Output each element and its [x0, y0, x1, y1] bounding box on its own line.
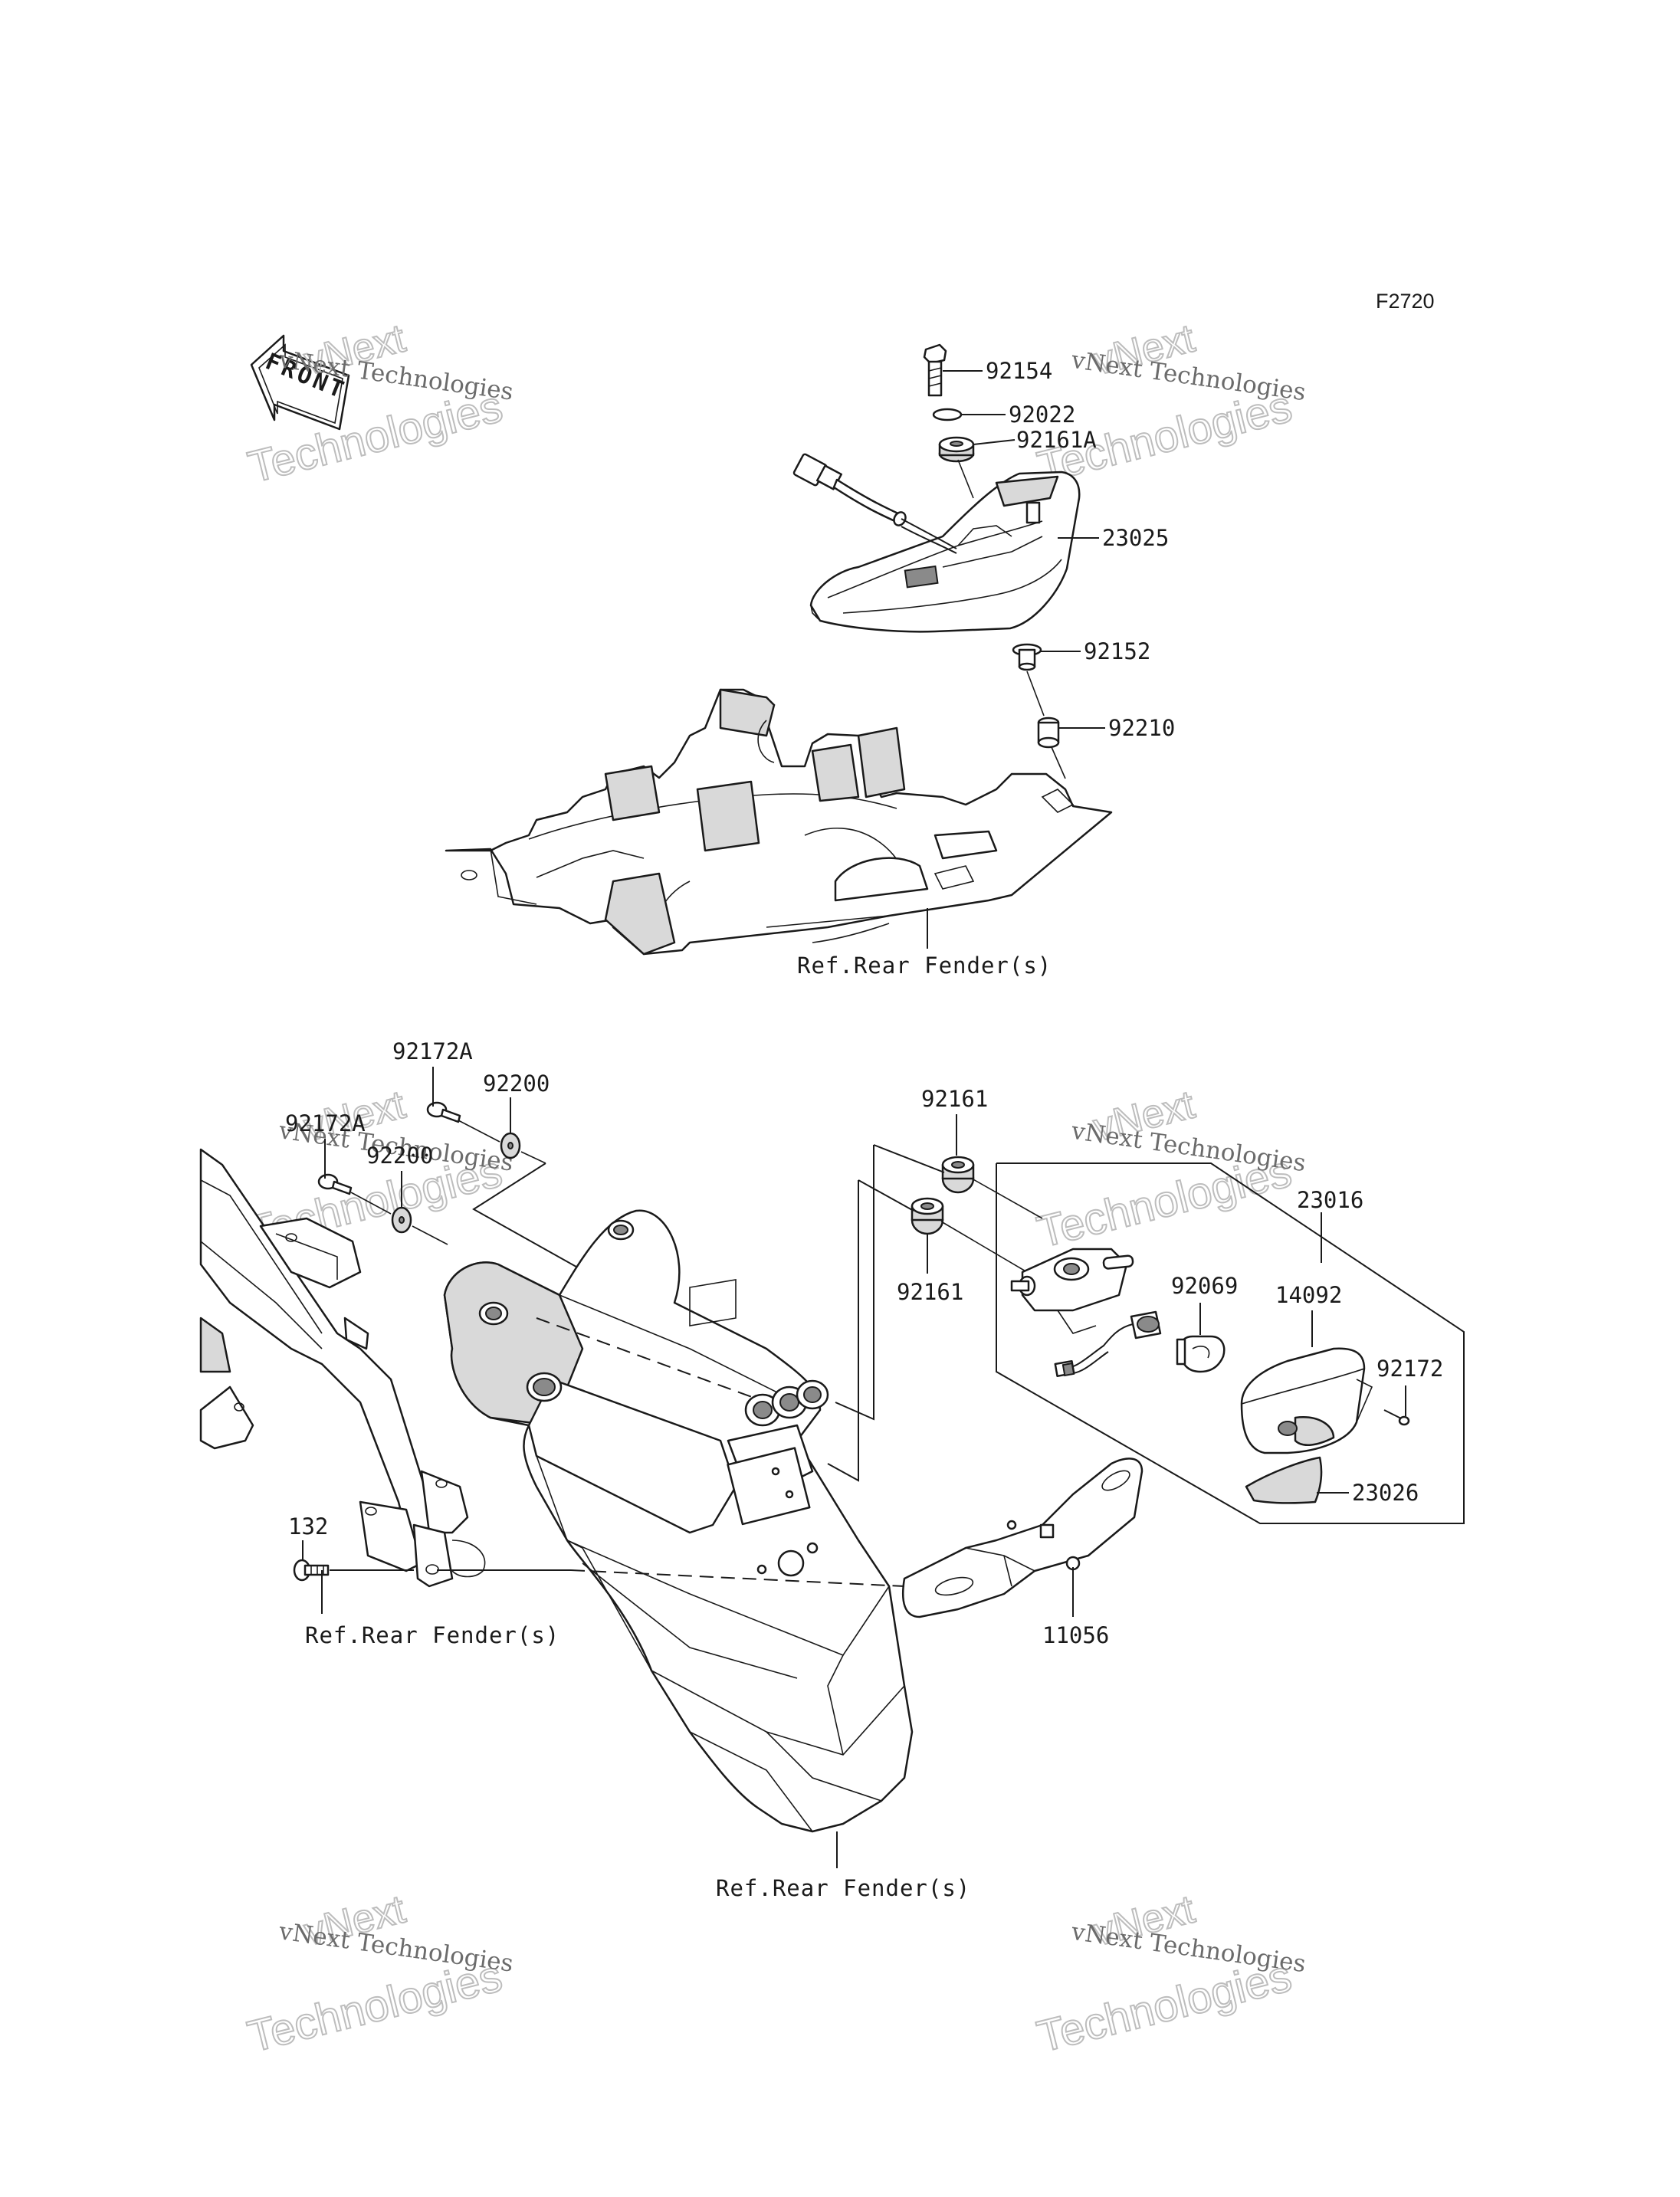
bolt-132 [293, 1559, 330, 1582]
grommet-92161A [938, 436, 975, 463]
label-92154: 92154 [986, 358, 1052, 384]
label-92152: 92152 [1084, 638, 1150, 664]
bulb-92069 [1176, 1335, 1226, 1373]
label-92161-upper: 92161 [921, 1086, 988, 1112]
label-11056: 11056 [1042, 1622, 1109, 1648]
watermark-bottom-left: Technologies vNext vNext Technologies [242, 1886, 515, 2062]
screw-92172A-lower [317, 1173, 353, 1195]
label-23025: 23025 [1102, 525, 1169, 551]
figure-code: F2720 [1376, 290, 1435, 313]
label-92210: 92210 [1108, 715, 1175, 741]
watermark-mid-right: Technologies vNext vNext Technologies [1032, 1081, 1308, 1258]
rear-fender-lower [443, 1209, 914, 1833]
tail-light-23025 [809, 471, 1081, 633]
washer-92022 [932, 408, 963, 421]
label-92161-lower: 92161 [897, 1279, 963, 1305]
assembly-box-23016 [996, 1162, 1465, 1524]
label-92200-lower: 92200 [366, 1143, 433, 1169]
frame-rail [199, 1148, 486, 1588]
bulb-socket [1054, 1310, 1162, 1378]
screw-92172 [1383, 1409, 1410, 1426]
watermark-bottom-right: Technologies vNext vNext Technologies [1032, 1886, 1308, 2062]
rear-fender-top [445, 688, 1113, 956]
label-92200-upper: 92200 [483, 1071, 550, 1097]
label-23016: 23016 [1297, 1187, 1363, 1213]
bracket-11056 [901, 1458, 1144, 1618]
label-92069: 92069 [1171, 1273, 1238, 1299]
label-92161A: 92161A [1016, 427, 1097, 453]
license-light-housing [1010, 1248, 1134, 1334]
label-92172A-lower: 92172A [285, 1110, 366, 1136]
label-14092: 14092 [1275, 1282, 1342, 1308]
lens-14092 [1240, 1347, 1373, 1454]
label-92172: 92172 [1376, 1356, 1443, 1382]
label-92172A-upper: 92172A [392, 1038, 473, 1064]
bolt-92154 [923, 343, 947, 397]
collar-92210 [1037, 716, 1060, 749]
connector [792, 453, 957, 554]
grommet-92161-upper [941, 1156, 975, 1194]
label-23026: 23026 [1352, 1480, 1419, 1506]
pad-23026 [1245, 1456, 1323, 1504]
collar-92152 [1012, 643, 1042, 671]
label-92022: 92022 [1009, 402, 1075, 428]
ref-rear-fender-bottom: Ref.Rear Fender(s) [716, 1875, 970, 1901]
label-132: 132 [288, 1513, 328, 1540]
grommet-92161-lower [911, 1197, 944, 1235]
ref-rear-fender-left: Ref.Rear Fender(s) [305, 1622, 559, 1648]
ref-rear-fender-top: Ref.Rear Fender(s) [797, 953, 1052, 979]
